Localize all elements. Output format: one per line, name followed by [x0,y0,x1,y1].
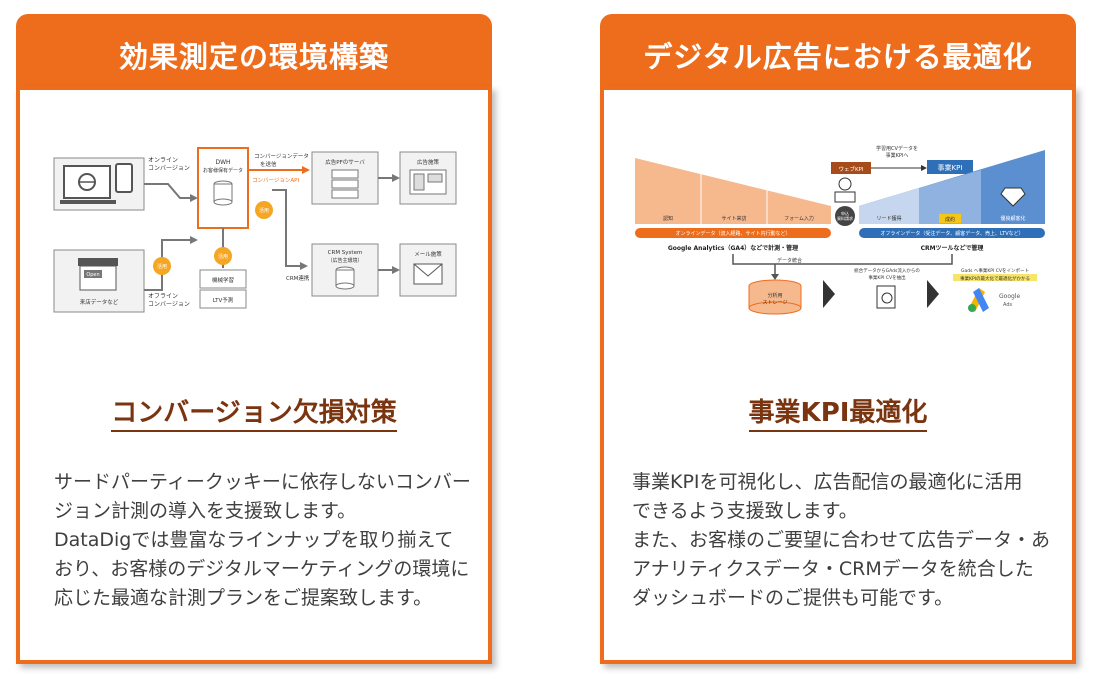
svg-text:事業KPI CVを抽出: 事業KPI CVを抽出 [868,274,906,281]
use-badge-ml [214,247,232,265]
apply-badge [835,206,855,226]
svg-text:事業KPI: 事業KPI [938,163,963,172]
card-ad-optimization: デジタル広告における最適化 ウェブKPI 学習用CVデータを 事業KPIへ 事業… [600,14,1076,664]
description: 事業KPIを可視化し、広告配信の最適化に活用 できるよう支援致します。 また、お… [632,471,1051,609]
server-icon [331,169,359,199]
kpi-diagram: ウェブKPI 学習用CVデータを 事業KPIへ 事業KPI 認知 サイト来訪 フ… [635,145,1045,315]
mail-icon [413,263,443,285]
svg-text:オンラインデータ（流入経路、サイト内行動など）: オンラインデータ（流入経路、サイト内行動など） [675,230,790,237]
svg-text:フォーム入力: フォーム入力 [784,215,814,222]
svg-text:コンバージョン: コンバージョン [148,301,190,308]
svg-text:優良顧客化: 優良顧客化 [1000,215,1025,222]
svg-text:事業KPIへ: 事業KPIへ [886,152,909,159]
svg-text:機械学習: 機械学習 [212,276,234,284]
svg-text:認知: 認知 [663,215,673,222]
card-tab: 効果測定の環境構築 [16,14,492,94]
online-conversion-label: オンライン [148,157,178,164]
conversion-diagram: オンライン コンバージョン DWH お客様保有データ コンバージョンデータ を送… [53,147,457,313]
use-badge-store [153,257,171,275]
person-icon [834,177,856,203]
svg-text:（広告主環境）: （広告主環境） [327,257,362,264]
database-icon [213,180,233,206]
svg-text:申込: 申込 [841,210,849,216]
svg-text:成約: 成約 [945,216,955,223]
svg-text:CRM System: CRM System [328,250,363,256]
svg-text:CRMツールなどで管理: CRMツールなどで管理 [921,244,984,252]
svg-text:Open: Open [86,272,99,278]
svg-text:を送信: を送信 [260,160,277,168]
svg-text:活用: 活用 [259,207,269,214]
svg-text:オフラインデータ（受注データ、顧客データ、売上、LTVなど）: オフラインデータ（受注データ、顧客データ、売上、LTVなど） [880,230,1023,237]
ltv-box [199,289,247,309]
chevron-right-icon [823,280,835,308]
svg-text:Ads: Ads [1003,302,1013,308]
svg-text:ストレージ: ストレージ [763,300,788,306]
laptop-icon [53,157,145,211]
svg-text:Gads へ事業KPI CVをインポート: Gads へ事業KPI CVをインポート [961,267,1029,274]
svg-text:Google Analytics（GA4）などで計測・管理: Google Analytics（GA4）などで計測・管理 [668,244,798,252]
svg-text:来店データなど: 来店データなど [80,298,119,306]
svg-text:お客様保有データ: お客様保有データ [203,167,243,174]
svg-text:活用: 活用 [218,253,228,260]
store-icon: Open [78,258,118,291]
svg-text:広告施策: 広告施策 [417,158,440,166]
online-data-bar [635,228,831,238]
card-title: 効果測定の環境構築 [118,40,389,74]
svg-text:活用: 活用 [157,263,167,270]
svg-text:分析用: 分析用 [767,292,782,299]
svg-text:LTV予測: LTV予測 [213,296,234,304]
svg-text:コンバージョン: コンバージョン [148,165,190,172]
section-heading: コンバージョン欠損対策 [20,392,488,432]
svg-text:サイト来訪: サイト来訪 [721,215,746,222]
crm-database-icon [335,266,355,290]
svg-text:メール施策: メール施策 [414,250,442,258]
svg-text:Google: Google [999,293,1020,300]
svg-text:ウェブKPI: ウェブKPI [838,165,863,173]
chevron-right-icon [927,280,939,308]
card-body: ウェブKPI 学習用CVデータを 事業KPIへ 事業KPI 認知 サイト来訪 フ… [600,86,1076,664]
use-badge [255,201,273,219]
web-kpi-label [831,162,871,174]
svg-text:オフライン: オフライン [148,293,178,300]
svg-text:コンバージョンデータ: コンバージョンデータ [254,152,309,160]
offline-data-bar [859,228,1045,238]
storage-icon [748,279,802,315]
svg-text:統合データからGAds流入からの: 統合データからGAds流入からの [854,267,920,274]
description: サードパーティークッキーに依存しないコンバー ジョン計測の導入を支援致します。 … [54,471,471,609]
section-heading: 事業KPI最適化 [604,392,1072,432]
svg-text:リード獲得: リード獲得 [876,215,901,222]
svg-text:データ統合: データ統合 [777,257,802,264]
svg-text:コンバージョンAPI: コンバージョンAPI [252,177,299,184]
google-ads-icon [968,288,989,312]
svg-text:広告PFのサーバ: 広告PFのサーバ [325,158,365,166]
svg-text:CRM連携: CRM連携 [286,274,310,282]
card-environment-setup: 効果測定の環境構築 オンライン コンバージョン DWH お客様保有データ [16,14,492,664]
online-funnel [635,158,831,224]
svg-text:事業KPIの最大化で最適化がかかる: 事業KPIの最大化で最適化がかかる [960,275,1030,282]
svg-text:資料請求: 資料請求 [837,215,853,221]
diamond-icon [1000,187,1026,207]
card-body: オンライン コンバージョン DWH お客様保有データ コンバージョンデータ を送… [16,86,492,664]
biz-kpi-label [927,160,973,174]
ad-icon [409,169,447,195]
ml-box [199,269,247,289]
card-title: デジタル広告における最適化 [643,40,1033,74]
svg-text:学習用CVデータを: 学習用CVデータを [876,145,918,152]
card-tab: デジタル広告における最適化 [600,14,1076,94]
svg-text:DWH: DWH [215,159,230,166]
report-icon [876,285,896,309]
